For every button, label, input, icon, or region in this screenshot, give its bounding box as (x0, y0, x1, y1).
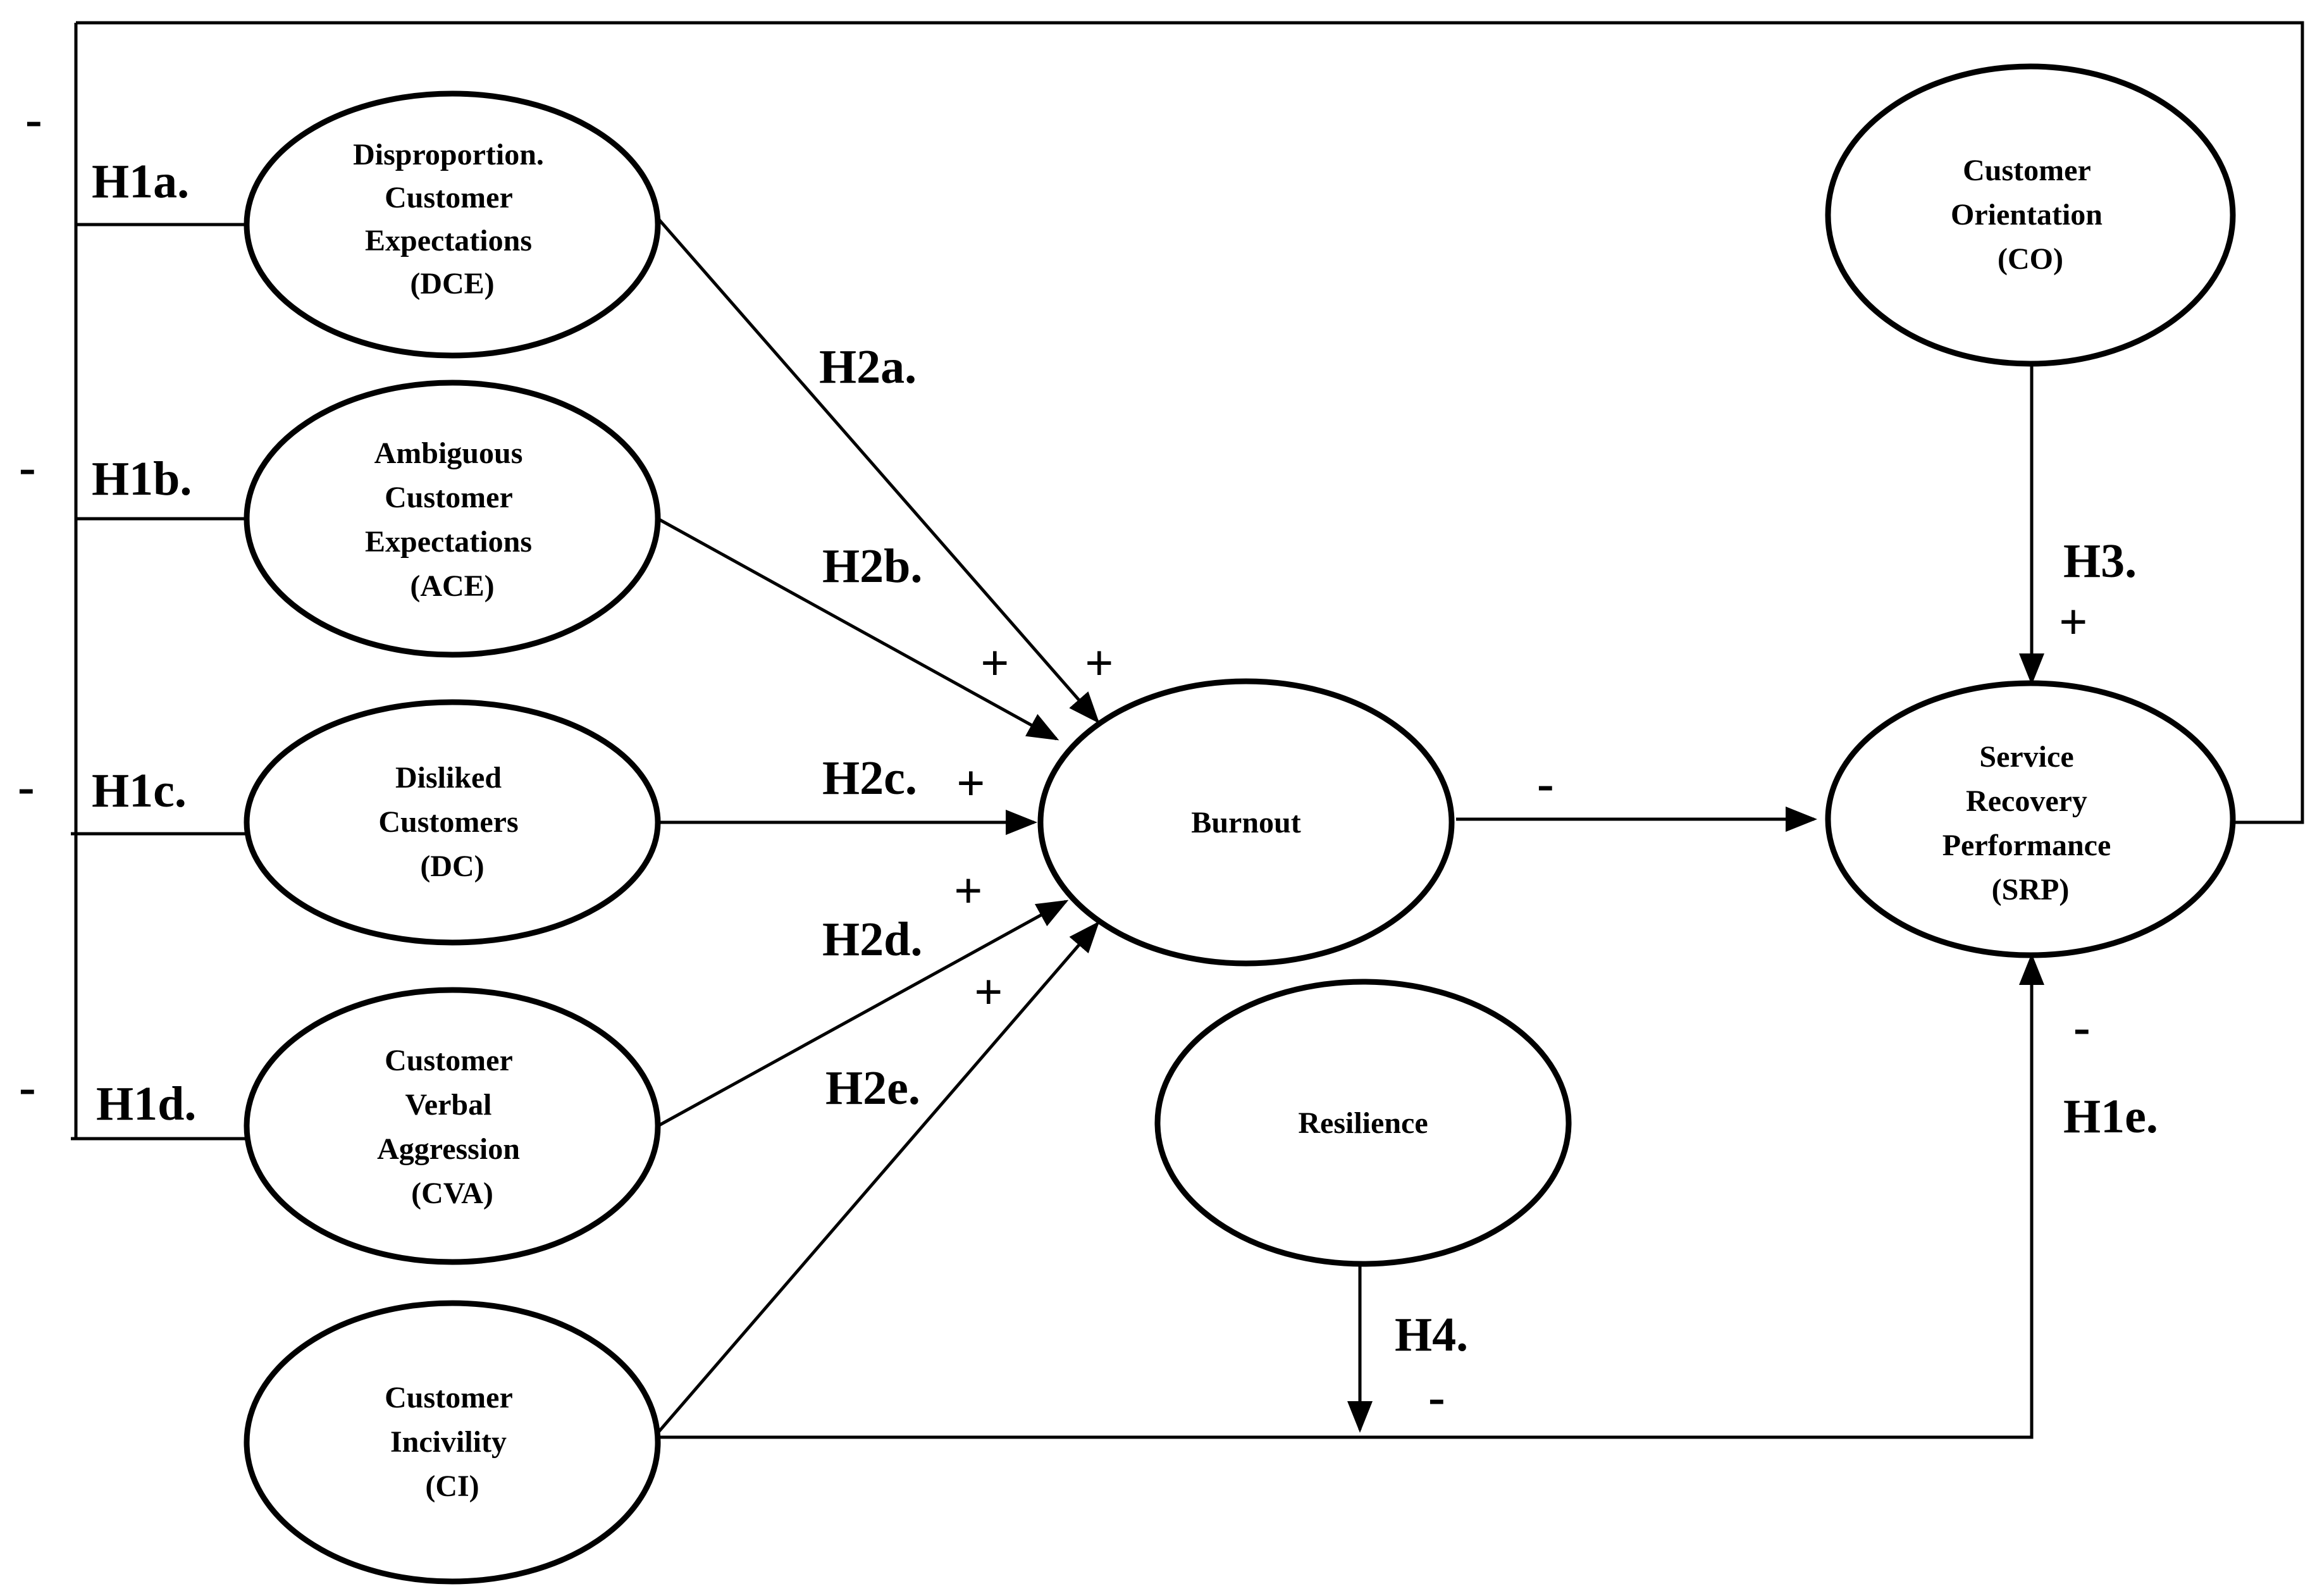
node-ci: Customer Incivility (CI) (244, 1300, 661, 1585)
node-co: Customer Orientation (CO) (1825, 63, 2236, 367)
h1b-sign: - (19, 440, 36, 495)
dce-to-burnout-arrow (657, 217, 1100, 724)
ci-label-line-2: Incivility (390, 1425, 507, 1459)
node-dc: Disliked Customers (DC) (244, 699, 661, 946)
cva-to-burnout-arrow (657, 900, 1069, 1128)
h2e-sign: + (974, 965, 1003, 1020)
srp-to-antecedents-loop-line (76, 21, 2304, 824)
h2a-sign: + (1085, 636, 1114, 691)
h2c-sign: + (956, 756, 985, 812)
ace-to-burnout-arrow (657, 517, 1059, 741)
h2e-label: H2e. (825, 1061, 920, 1115)
co-label-line-1: Customer (1963, 154, 2090, 187)
srp-label-line-4: (SRP) (1992, 873, 2070, 906)
h1d-label: H1d. (96, 1077, 196, 1130)
h2b-sign: + (980, 636, 1010, 691)
co-label-line-3: (CO) (1998, 242, 2063, 276)
burnout-label: Burnout (1191, 806, 1300, 839)
svg-text:Service Recovery P: Service Recovery Performance (SRP) (1942, 740, 2119, 906)
dce-label-line-1: Disproportion. (353, 138, 544, 171)
h3-label: H3. (2063, 535, 2137, 588)
node-resilience: Resilience (1154, 979, 1572, 1267)
svg-text:Burnout: Burnout (1191, 806, 1300, 839)
ace-label-line-2: Customer (385, 481, 512, 514)
dc-label-line-2: Customers (378, 805, 518, 839)
svg-text:Disproportion. Customer: Disproportion. Customer Expectations (DC… (353, 138, 552, 300)
svg-text:Resilience: Resilience (1298, 1106, 1428, 1140)
ci-label-line-1: Customer (385, 1381, 512, 1414)
dc-label-line-1: Disliked (395, 761, 502, 795)
h1c-label: H1c. (92, 764, 187, 817)
ci-to-burnout-arrow (657, 921, 1100, 1434)
h1c-sign: - (18, 759, 35, 815)
srp-label-line-1: Service (1979, 740, 2073, 774)
ci-label-line-3: (CI) (425, 1469, 479, 1503)
h2d-sign: + (954, 863, 983, 919)
h1e-label: H1e. (2063, 1090, 2158, 1143)
node-burnout: Burnout (1037, 678, 1455, 967)
node-srp: Service Recovery Performance (SRP) (1825, 680, 2236, 958)
h2a-label: H2a. (819, 340, 917, 393)
co-label-line-2: Orientation (1951, 198, 2103, 232)
cva-label-line-3: Aggression (377, 1132, 520, 1166)
dce-label-line-2: Customer (385, 181, 512, 214)
ace-label-line-3: Expectations (365, 525, 532, 559)
h2d-label: H2d. (822, 913, 922, 966)
h1a-sign: - (25, 92, 42, 147)
svg-text:Customer Orientation: Customer Orientation (CO) (1951, 154, 2110, 276)
h2b-label: H2b. (822, 540, 922, 593)
cva-label-line-2: Verbal (405, 1088, 492, 1122)
ci-to-srp-arrow (658, 953, 2044, 1439)
srp-label-line-2: Recovery (1966, 784, 2087, 818)
dce-label-line-3: Expectations (365, 224, 532, 257)
resilience-label: Resilience (1298, 1106, 1428, 1140)
h3-sign: + (2059, 595, 2088, 650)
cva-label-line-1: Customer (385, 1044, 512, 1077)
node-cva: Customer Verbal Aggression (CVA) (244, 987, 661, 1265)
cva-label-line-4: (CVA) (411, 1177, 493, 1210)
svg-text:Customer Verbal Ag: Customer Verbal Aggression (CVA) (377, 1044, 528, 1210)
h4-label: H4. (1395, 1308, 1468, 1361)
burnout-srp-sign: - (1537, 756, 1554, 812)
node-dce: Disproportion. Customer Expectations (DC… (244, 90, 661, 359)
h1a-label: H1a. (92, 155, 189, 208)
h2c-label: H2c. (822, 752, 917, 805)
h4-sign: - (1428, 1370, 1445, 1425)
h1b-label: H1b. (92, 452, 192, 505)
svg-text:Disliked Customers: Disliked Customers (DC) (378, 761, 526, 883)
ace-label-line-1: Ambiguous (374, 436, 523, 470)
h1e-sign: - (2073, 999, 2090, 1055)
svg-text:Ambiguous Customer: Ambiguous Customer Expectations (ACE) (365, 436, 540, 603)
dc-label-line-3: (DC) (420, 850, 484, 883)
ace-label-line-4: (ACE) (410, 569, 494, 603)
node-ace: Ambiguous Customer Expectations (ACE) (244, 380, 661, 658)
svg-text:Customer Incivility: Customer Incivility (CI) (385, 1381, 520, 1503)
srp-label-line-3: Performance (1942, 829, 2111, 862)
h1d-sign: - (19, 1060, 36, 1115)
dce-label-line-4: (DCE) (410, 267, 494, 300)
